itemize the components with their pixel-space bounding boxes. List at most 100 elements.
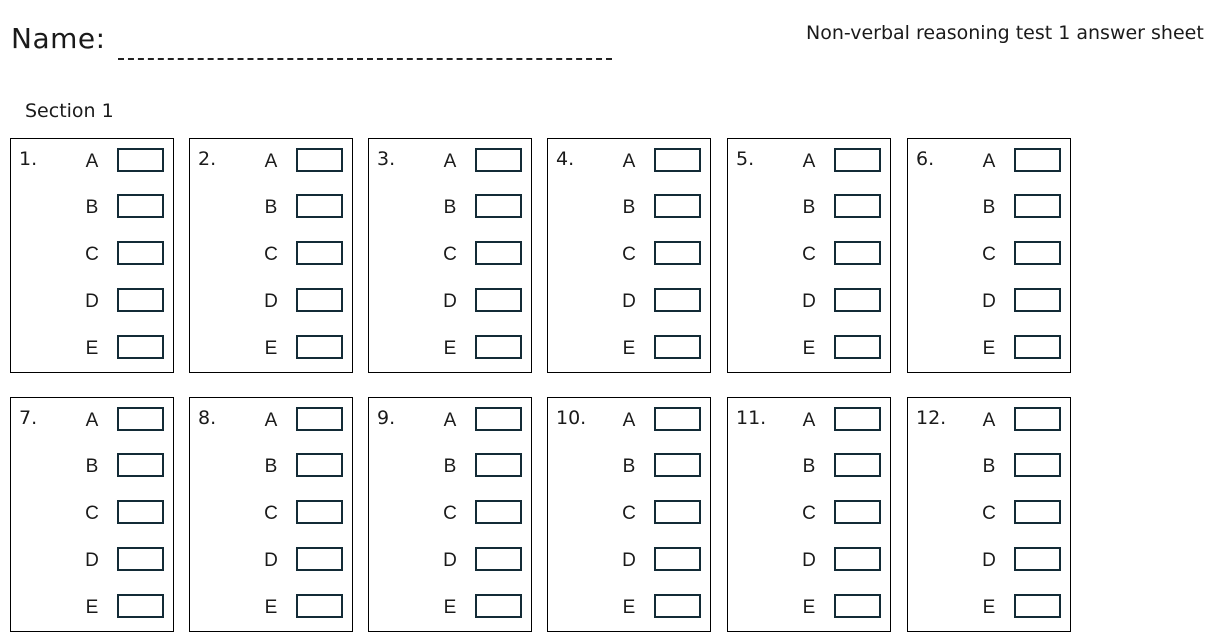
option-letter: A (443, 410, 457, 431)
answer-checkbox[interactable] (1014, 500, 1061, 524)
option-row: E (728, 335, 890, 363)
answer-checkbox[interactable] (834, 500, 881, 524)
option-letter: D (85, 550, 99, 571)
answer-checkbox[interactable] (834, 148, 881, 172)
answer-checkbox[interactable] (1014, 407, 1061, 431)
answer-checkbox[interactable] (475, 407, 522, 431)
question-number: 11. (736, 407, 767, 429)
option-letter: B (85, 456, 99, 477)
answer-checkbox[interactable] (475, 335, 522, 359)
answer-checkbox[interactable] (1014, 335, 1061, 359)
answer-checkbox[interactable] (834, 547, 881, 571)
option-letter: D (982, 291, 996, 312)
answer-checkbox[interactable] (654, 288, 701, 312)
option-letter: A (982, 410, 996, 431)
answer-checkbox[interactable] (654, 407, 701, 431)
option-letter: B (443, 197, 457, 218)
answer-checkbox[interactable] (1014, 148, 1061, 172)
option-row: C (908, 500, 1070, 528)
answer-checkbox[interactable] (1014, 594, 1061, 618)
option-row: B (369, 453, 531, 481)
option-row: D (728, 288, 890, 316)
answer-checkbox[interactable] (475, 453, 522, 477)
answer-checkbox[interactable] (834, 288, 881, 312)
option-row: C (369, 241, 531, 269)
question-number: 12. (916, 407, 947, 429)
option-row: C (190, 241, 352, 269)
answer-checkbox[interactable] (1014, 453, 1061, 477)
answer-checkbox[interactable] (654, 594, 701, 618)
option-letter: E (982, 597, 996, 618)
option-letter: E (85, 338, 99, 359)
answer-checkbox[interactable] (1014, 547, 1061, 571)
option-letter: D (802, 291, 816, 312)
answer-checkbox[interactable] (834, 335, 881, 359)
option-row: B (190, 453, 352, 481)
answer-checkbox[interactable] (654, 453, 701, 477)
answer-checkbox[interactable] (834, 241, 881, 265)
option-letter: A (443, 151, 457, 172)
option-letter: D (802, 550, 816, 571)
answer-checkbox[interactable] (117, 335, 164, 359)
answer-checkbox[interactable] (296, 500, 343, 524)
answer-checkbox[interactable] (834, 407, 881, 431)
answer-checkbox[interactable] (654, 148, 701, 172)
answer-checkbox[interactable] (296, 288, 343, 312)
option-row: E (908, 594, 1070, 622)
answer-checkbox[interactable] (1014, 194, 1061, 218)
answer-checkbox[interactable] (834, 194, 881, 218)
answer-checkbox[interactable] (117, 594, 164, 618)
answer-checkbox[interactable] (1014, 288, 1061, 312)
name-input-line[interactable] (118, 58, 612, 60)
answer-checkbox[interactable] (296, 407, 343, 431)
answer-checkbox[interactable] (117, 500, 164, 524)
answer-checkbox[interactable] (475, 148, 522, 172)
answer-checkbox[interactable] (834, 453, 881, 477)
answer-checkbox[interactable] (296, 194, 343, 218)
answer-checkbox[interactable] (475, 594, 522, 618)
answer-checkbox[interactable] (117, 148, 164, 172)
option-row: A (190, 148, 352, 176)
option-row: A (908, 407, 1070, 435)
option-letter: B (622, 197, 636, 218)
answer-checkbox[interactable] (654, 547, 701, 571)
answer-checkbox[interactable] (654, 335, 701, 359)
option-letter: A (622, 410, 636, 431)
option-letter: B (982, 456, 996, 477)
option-row: A (728, 407, 890, 435)
answer-checkbox[interactable] (475, 547, 522, 571)
option-row: B (548, 453, 710, 481)
answer-checkbox[interactable] (654, 241, 701, 265)
answer-checkbox[interactable] (296, 241, 343, 265)
answer-checkbox[interactable] (296, 594, 343, 618)
question-number: 9. (377, 407, 396, 429)
answer-checkbox[interactable] (117, 241, 164, 265)
option-row: A (548, 407, 710, 435)
answer-checkbox[interactable] (117, 453, 164, 477)
answer-checkbox[interactable] (654, 194, 701, 218)
option-row: D (369, 547, 531, 575)
option-row: C (728, 500, 890, 528)
answer-checkbox[interactable] (117, 288, 164, 312)
answer-checkbox[interactable] (117, 194, 164, 218)
answer-checkbox[interactable] (475, 241, 522, 265)
option-letter: B (802, 197, 816, 218)
answer-checkbox[interactable] (296, 547, 343, 571)
answer-checkbox[interactable] (296, 453, 343, 477)
answer-checkbox[interactable] (117, 407, 164, 431)
option-row: C (548, 500, 710, 528)
answer-checkbox[interactable] (296, 335, 343, 359)
answer-checkbox[interactable] (834, 594, 881, 618)
answer-checkbox[interactable] (117, 547, 164, 571)
answer-checkbox[interactable] (1014, 241, 1061, 265)
answer-checkbox[interactable] (475, 194, 522, 218)
section-title: Section 1 (25, 100, 114, 122)
answer-checkbox[interactable] (475, 288, 522, 312)
answer-checkbox[interactable] (475, 500, 522, 524)
question-number: 2. (198, 148, 217, 170)
answer-checkbox[interactable] (296, 148, 343, 172)
answer-checkbox[interactable] (654, 500, 701, 524)
option-letter: C (443, 503, 457, 524)
